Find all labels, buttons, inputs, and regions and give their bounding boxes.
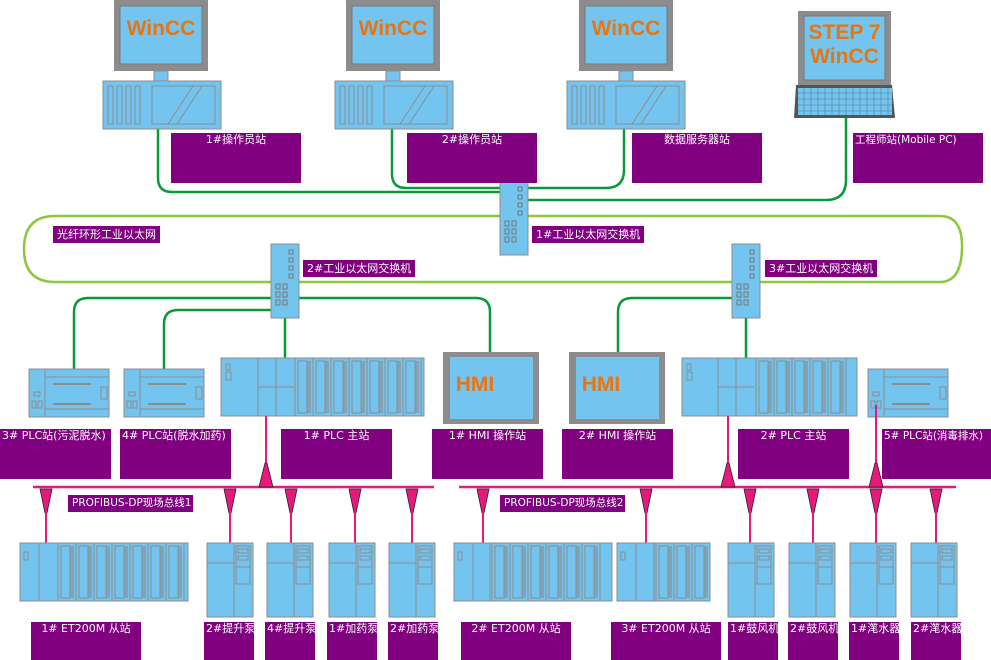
label-blower-2: 2#鼓风机 (788, 622, 838, 660)
pump-dose-1-icon (328, 542, 376, 618)
link-sw2-hmi1 (298, 296, 492, 352)
ws4-screen-text-line2: WinCC (810, 45, 879, 68)
hmi1-screen-text: HMI (455, 373, 495, 396)
ws3-screen-text: WinCC (591, 17, 661, 40)
pump-lift-2-icon (206, 542, 254, 618)
workstation-1-icon (102, 0, 222, 130)
link-ws1-sw1 (156, 128, 502, 194)
label-profibus-2: PROFIBUS-DP现场总线2 (500, 495, 625, 512)
plc-4-icon (123, 368, 205, 418)
label-et2: 2# ET200M 从站 (461, 622, 571, 660)
label-switch-1: 1#工业以太网交换机 (532, 226, 645, 243)
plc-2-rack-icon (681, 357, 858, 417)
data-server-icon (566, 0, 686, 130)
label-profibus-1: PROFIBUS-DP现场总线1 (68, 495, 193, 512)
label-fiber-ring: 光纤环形工业以太网 (53, 226, 160, 243)
label-ws2: 2#操作员站 (407, 133, 537, 183)
link-ws3-sw1 (526, 128, 626, 190)
workstation-2-icon (334, 0, 454, 130)
label-et3: 3# ET200M 从站 (611, 622, 721, 660)
profibus-bus-1 (33, 416, 434, 514)
label-hmi2: 2# HMI 操作站 (562, 429, 673, 479)
ethernet-links (72, 117, 848, 370)
link-ws4-sw1 (526, 117, 848, 202)
label-pump-lift-2: 2#提升泵 (204, 622, 254, 660)
label-plc1: 1# PLC 主站 (281, 429, 392, 479)
hmi2-screen-text: HMI (581, 373, 621, 396)
et200m-3-icon (616, 542, 711, 602)
switch-2-icon (270, 243, 300, 319)
plc-5-icon (867, 368, 949, 418)
switch-3-icon (731, 243, 761, 319)
label-pump-dose-2: 2#加药泵 (388, 622, 438, 660)
link-sw3-hmi2 (616, 296, 732, 352)
label-blower-1: 1#鼓风机 (728, 622, 778, 660)
blower-1-icon (727, 542, 775, 618)
plc-3-icon (28, 368, 110, 418)
link-ws2-sw1 (390, 128, 502, 190)
label-plc2: 2# PLC 主站 (738, 429, 849, 479)
laptop-icon (794, 11, 895, 118)
label-decanter-1: 1#滗水器 (849, 622, 899, 660)
switch-1-icon (499, 180, 529, 256)
decanter-1-icon (849, 542, 897, 618)
link-sw2-plc3 (72, 296, 272, 370)
label-plc4: 4# PLC站(脱水加药) (120, 429, 231, 479)
label-ws1: 1#操作员站 (171, 133, 301, 183)
link-sw2-plc4 (162, 308, 272, 370)
label-plc5: 5# PLC站(消毒排水) (882, 429, 991, 479)
decanter-2-icon (910, 542, 958, 618)
et200m-1-icon (19, 542, 189, 602)
et200m-2-icon (453, 542, 613, 602)
label-switch-2: 2#工业以太网交换机 (303, 260, 416, 277)
label-pump-lift-4: 4#提升泵 (265, 622, 315, 660)
ws4-screen-text-line1: STEP 7 (808, 21, 881, 44)
label-hmi1: 1# HMI 操作站 (432, 429, 543, 479)
pump-dose-2-icon (388, 542, 436, 618)
plc-1-rack-icon (220, 357, 425, 417)
hmi-1-icon (443, 352, 539, 424)
profibus-drops (45, 512, 937, 543)
label-et1: 1# ET200M 从站 (31, 622, 141, 660)
ws2-screen-text: WinCC (358, 17, 428, 40)
fiber-ring (22, 214, 964, 284)
label-ws3: 数据服务器站 (632, 133, 762, 183)
pump-lift-4-icon (266, 542, 314, 618)
hmi-2-icon (569, 352, 665, 424)
label-plc3: 3# PLC站(污泥脱水) (0, 429, 111, 479)
label-pump-dose-1: 1#加药泵 (327, 622, 377, 660)
label-ws4: 工程师站(Mobile PC) (853, 133, 983, 183)
label-decanter-2: 2#滗水器 (911, 622, 961, 660)
label-switch-3: 3#工业以太网交换机 (765, 260, 878, 277)
blower-2-icon (788, 542, 836, 618)
profibus-bus-2 (459, 405, 956, 514)
ws1-screen-text: WinCC (126, 17, 196, 40)
